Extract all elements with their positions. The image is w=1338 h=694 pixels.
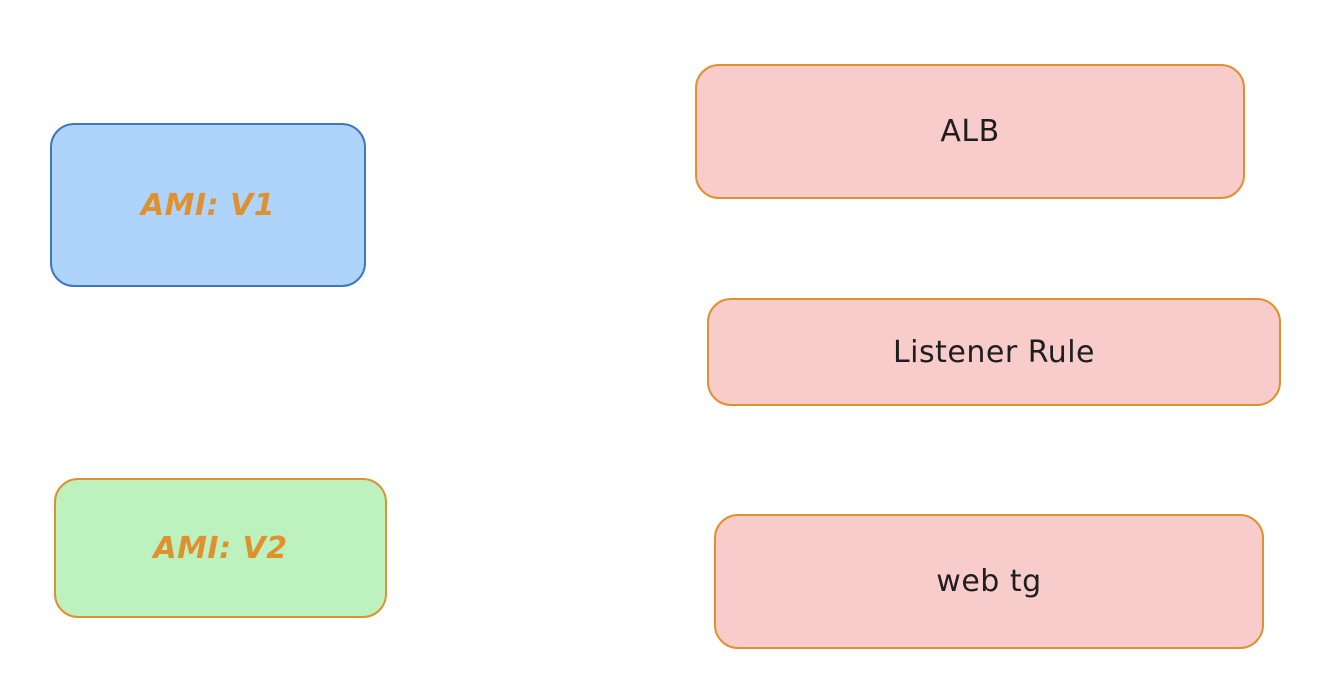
alb-label: ALB — [940, 114, 1000, 149]
alb-box[interactable]: ALB — [695, 64, 1245, 199]
ami-v1-label: AMI: V1 — [140, 187, 276, 223]
listener-rule-box[interactable]: Listener Rule — [707, 298, 1281, 406]
ami-v2-label: AMI: V2 — [153, 530, 288, 566]
web-tg-box[interactable]: web tg — [714, 514, 1264, 649]
ami-v2-box[interactable]: AMI: V2 — [54, 478, 387, 618]
listener-rule-label: Listener Rule — [892, 334, 1096, 370]
web-tg-label: web tg — [936, 564, 1042, 599]
ami-v1-box[interactable]: AMI: V1 — [50, 123, 366, 287]
